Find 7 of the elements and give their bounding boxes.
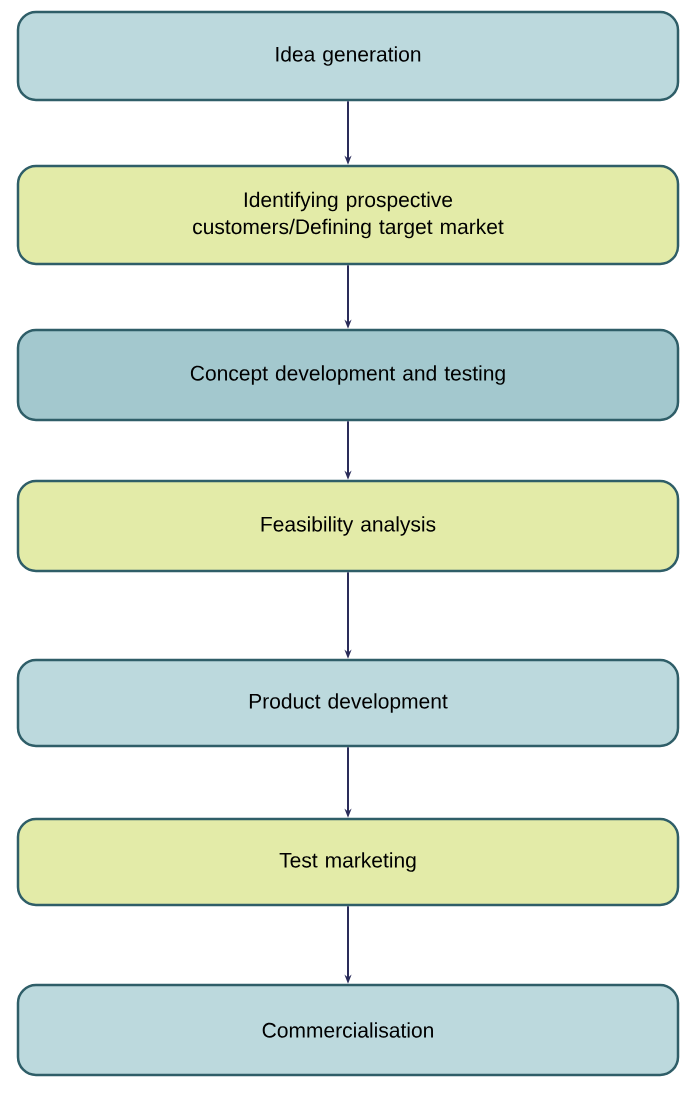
process-box: Idea generation	[16, 10, 680, 102]
process-box: Identifying prospective customers/Defining target market	[16, 164, 680, 266]
process-box: Product development	[16, 658, 680, 748]
process-box: Concept development and testing	[16, 328, 680, 422]
process-box: Feasibility analysis	[16, 479, 680, 573]
process-box: Commercialisation	[16, 983, 680, 1077]
process-box: Test marketing	[16, 817, 680, 907]
